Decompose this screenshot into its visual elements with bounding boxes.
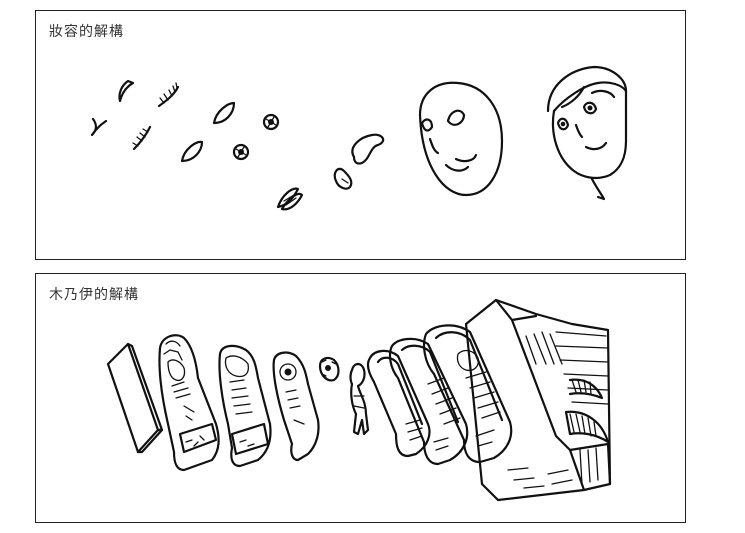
mummy-panel: 木乃伊的解構 xyxy=(35,273,686,523)
blush-small-illustration xyxy=(333,167,353,190)
eyebrow-right-illustration xyxy=(90,117,108,137)
coffin-lid-outer-illustration xyxy=(158,334,220,472)
base-board-illustration xyxy=(106,342,164,454)
mummified-body-illustration xyxy=(349,362,370,436)
finished-face-illustration xyxy=(546,65,628,201)
mummy-illustration xyxy=(106,298,612,502)
inner-coffin-first-illustration xyxy=(366,349,431,458)
makeup-panel-title: 妝容的解構 xyxy=(49,24,124,40)
eye-shape-upper-illustration xyxy=(212,101,236,125)
sarcophagus-illustration xyxy=(464,298,612,502)
eyebrow-left-illustration xyxy=(118,79,135,103)
inner-coffin-second-illustration xyxy=(388,337,469,466)
coffin-lid-third-illustration xyxy=(272,351,320,462)
eye-shape-lower-illustration xyxy=(180,140,204,163)
makeup-panel: 妝容的解構 xyxy=(35,10,686,260)
eyelash-lower-illustration xyxy=(132,125,152,151)
coffin-lid-second-illustration xyxy=(218,344,272,468)
mummy-panel-title: 木乃伊的解構 xyxy=(49,287,139,303)
lips-illustration xyxy=(276,187,304,211)
pupil-lower-illustration xyxy=(232,143,250,161)
eyelash-upper-illustration xyxy=(157,82,180,108)
bare-face-illustration xyxy=(418,81,504,197)
death-mask-illustration xyxy=(318,356,340,382)
blush-large-illustration xyxy=(351,133,385,165)
makeup-illustration xyxy=(90,65,628,211)
pupil-upper-illustration xyxy=(262,113,280,131)
inner-coffin-third-illustration xyxy=(423,324,513,464)
